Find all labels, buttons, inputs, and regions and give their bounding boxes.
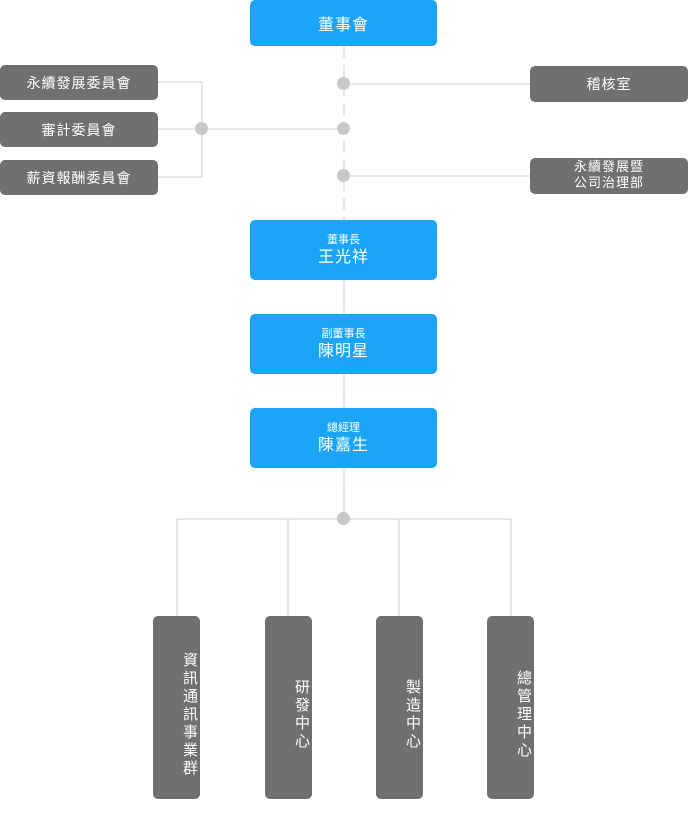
committee-sustainability[interactable]: 永續發展委員會 xyxy=(0,65,158,100)
board-node[interactable]: 董事會 xyxy=(250,0,437,46)
role-title: 副董事長 xyxy=(321,327,366,340)
junction-dot xyxy=(337,169,350,182)
division-manufacturing-center[interactable]: 製造中心 xyxy=(376,616,423,799)
junction-dot xyxy=(195,122,208,135)
unit-label-line1: 永續發展暨 xyxy=(573,160,644,175)
president-node[interactable]: 總經理 陳嘉生 xyxy=(250,408,437,468)
division-management-center[interactable]: 總管理中心 xyxy=(487,616,534,799)
committee-label: 永續發展委員會 xyxy=(26,75,132,92)
vice-chairman-node[interactable]: 副董事長 陳明星 xyxy=(250,314,437,374)
unit-label: 稽核室 xyxy=(586,77,632,93)
division-label: 總管理中心 xyxy=(515,669,533,760)
chairman-node[interactable]: 董事長 王光祥 xyxy=(250,220,437,280)
person-name: 王光祥 xyxy=(317,247,369,266)
unit-label-line2: 公司治理部 xyxy=(573,176,644,191)
person-name: 陳明星 xyxy=(317,341,369,360)
committee-label: 薪資報酬委員會 xyxy=(26,170,132,187)
role-title: 董事長 xyxy=(327,233,360,246)
junction-dot xyxy=(337,512,350,525)
division-rd-center[interactable]: 研發中心 xyxy=(265,616,312,799)
unit-audit-office[interactable]: 稽核室 xyxy=(530,66,688,102)
division-label: 研發中心 xyxy=(293,678,311,751)
committee-label: 審計委員會 xyxy=(41,122,117,139)
division-label: 資訊通訊事業群 xyxy=(181,651,199,778)
division-ict-business-group[interactable]: 資訊通訊事業群 xyxy=(153,616,200,799)
committee-audit[interactable]: 審計委員會 xyxy=(0,112,158,147)
junction-dot xyxy=(337,77,350,90)
board-label: 董事會 xyxy=(317,15,369,34)
person-name: 陳嘉生 xyxy=(317,435,369,454)
junction-dot xyxy=(337,122,350,135)
division-label: 製造中心 xyxy=(404,678,422,751)
committee-compensation[interactable]: 薪資報酬委員會 xyxy=(0,160,158,195)
unit-sustainability-governance[interactable]: 永續發展暨 公司治理部 xyxy=(530,158,688,194)
role-title: 總經理 xyxy=(327,421,360,434)
